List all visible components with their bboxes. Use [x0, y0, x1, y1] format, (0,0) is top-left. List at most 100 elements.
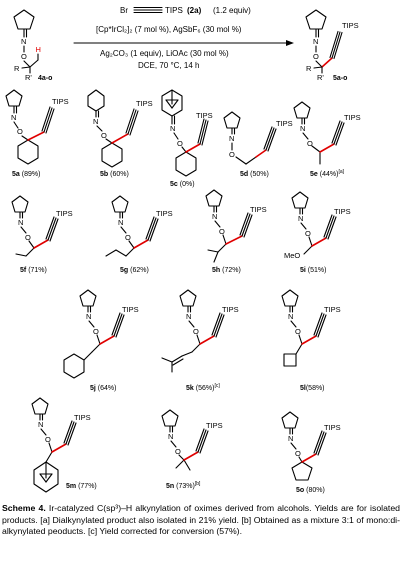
svg-text:O: O — [305, 229, 311, 238]
compound-5l: N O TIPS 5l(58%) — [281, 289, 341, 392]
svg-text:TIPS: TIPS — [136, 99, 153, 108]
compound-5k: N O TIPS 5k (56%)[c] — [161, 289, 239, 392]
reagent-br: Br — [120, 6, 128, 15]
svg-text:R': R' — [317, 73, 324, 82]
svg-text:TIPS: TIPS — [196, 111, 213, 120]
compound-5h: N O TIPS 5h (72%) — [205, 189, 267, 274]
svg-text:N: N — [298, 214, 303, 223]
condition-line-3: DCE, 70 °C, 14 h — [138, 61, 199, 70]
svg-text:O: O — [295, 449, 301, 458]
svg-text:N: N — [168, 432, 173, 441]
compound-5f: N O TIPS 5f (71%) — [11, 195, 73, 274]
atom-r: R — [14, 64, 20, 73]
meo-label: MeO — [284, 251, 300, 260]
svg-text:5d (50%): 5d (50%) — [240, 171, 269, 178]
svg-text:O: O — [229, 150, 235, 159]
reagent-equiv: (1.2 equiv) — [213, 6, 251, 15]
compound-5o: N O TIPS 5o (80%) — [281, 411, 341, 494]
svg-text:5a (89%): 5a (89%) — [12, 171, 40, 178]
svg-text:TIPS: TIPS — [206, 421, 223, 430]
atom-n: N — [21, 37, 26, 46]
compound-5a: N O TIPS 5a (89%) — [5, 89, 69, 178]
svg-text:TIPS: TIPS — [52, 97, 69, 106]
svg-text:TIPS: TIPS — [276, 119, 293, 128]
svg-text:TIPS: TIPS — [342, 21, 359, 30]
svg-text:N: N — [11, 113, 16, 122]
compound-5m: N O TIPS 5m (77%) — [31, 397, 97, 493]
substrate-label: 4a-o — [38, 75, 52, 82]
compound-5c: N O TIPS 5c (0%) — [161, 89, 213, 188]
product-label: 5a-o — [333, 75, 347, 82]
svg-text:TIPS: TIPS — [324, 305, 341, 314]
atom-rprime: R' — [25, 73, 32, 82]
svg-text:5k (56%)[c]: 5k (56%)[c] — [186, 383, 220, 392]
svg-text:O: O — [101, 131, 107, 140]
caption-text: Ir-catalyzed C(sp³)–H alkynylation of ox… — [2, 503, 400, 537]
svg-text:TIPS: TIPS — [324, 423, 341, 432]
reagent-id: (2a) — [187, 6, 202, 15]
condition-line-1: [Cp*IrCl₂]₂ (7 mol %), AgSbF₆ (30 mol %) — [96, 25, 242, 34]
svg-text:O: O — [313, 52, 319, 61]
svg-text:R: R — [306, 64, 312, 73]
reaction-scheme: N O H R R' 4a-o Br TIPS (2a) (1.2 equiv)… — [5, 6, 361, 494]
svg-text:TIPS: TIPS — [56, 209, 73, 218]
svg-text:N: N — [300, 124, 305, 133]
compound-5b: N O TIPS 5b (60%) — [87, 89, 153, 178]
svg-text:N: N — [288, 312, 293, 321]
svg-text:N: N — [229, 134, 234, 143]
svg-text:TIPS: TIPS — [250, 205, 267, 214]
svg-text:TIPS: TIPS — [222, 305, 239, 314]
svg-text:N: N — [313, 37, 318, 46]
svg-text:O: O — [177, 139, 183, 148]
compound-5j: N O TIPS 5j (64%) — [63, 289, 139, 392]
svg-text:5e (44%)[a]: 5e (44%)[a] — [310, 169, 345, 178]
svg-text:O: O — [295, 327, 301, 336]
svg-text:O: O — [125, 233, 131, 242]
svg-text:O: O — [175, 447, 181, 456]
compound-5d: N O TIPS 5d (50%) — [223, 111, 293, 178]
svg-text:N: N — [86, 312, 91, 321]
compound-5e: N O TIPS 5e (44%)[a] — [293, 101, 361, 178]
svg-text:O: O — [45, 435, 51, 444]
svg-text:N: N — [212, 212, 217, 221]
svg-text:5i (51%): 5i (51%) — [300, 267, 326, 274]
svg-text:TIPS: TIPS — [122, 305, 139, 314]
atom-o: O — [21, 52, 27, 61]
svg-text:N: N — [288, 434, 293, 443]
svg-text:5l(58%): 5l(58%) — [300, 385, 325, 392]
svg-text:N: N — [170, 124, 175, 133]
svg-text:O: O — [93, 327, 99, 336]
svg-text:TIPS: TIPS — [334, 207, 351, 216]
substrate-structure: N O H R R' 4a-o — [13, 9, 52, 82]
svg-text:TIPS: TIPS — [74, 413, 91, 422]
svg-text:5o (80%): 5o (80%) — [296, 487, 325, 494]
compound-5n: N O TIPS 5n (73%)[b] — [161, 409, 223, 490]
svg-text:N: N — [186, 312, 191, 321]
svg-text:N: N — [118, 218, 123, 227]
svg-text:5h (72%): 5h (72%) — [212, 267, 241, 274]
svg-text:O: O — [193, 327, 199, 336]
product-structure: N O TIPS R R' 5a-o — [305, 9, 359, 82]
svg-text:O: O — [17, 127, 23, 136]
svg-text:5n (73%)[b]: 5n (73%)[b] — [166, 481, 201, 490]
svg-text:5g (62%): 5g (62%) — [120, 267, 149, 274]
svg-text:5f (71%): 5f (71%) — [20, 267, 47, 274]
reagent-tips: TIPS — [165, 6, 183, 15]
svg-text:O: O — [25, 233, 31, 242]
reaction-arrowhead — [286, 40, 294, 46]
reagent-line: Br TIPS (2a) (1.2 equiv) — [120, 6, 251, 15]
svg-text:N: N — [18, 218, 23, 227]
svg-text:5m (77%): 5m (77%) — [66, 483, 97, 490]
svg-text:TIPS: TIPS — [156, 209, 173, 218]
svg-text:O: O — [307, 139, 313, 148]
scheme-caption: Scheme 4. Ir-catalyzed C(sp³)–H alkynyla… — [2, 503, 400, 538]
compound-5g: N O TIPS 5g (62%) — [105, 195, 173, 274]
atom-h: H — [36, 45, 41, 54]
svg-text:TIPS: TIPS — [344, 113, 361, 122]
compound-5i: N O MeO TIPS 5i (51%) — [284, 191, 351, 274]
svg-text:5j (64%): 5j (64%) — [90, 385, 116, 392]
svg-text:5b (60%): 5b (60%) — [100, 171, 129, 178]
svg-text:N: N — [93, 117, 98, 126]
condition-line-2: Ag₂CO₃ (1 equiv), LiOAc (30 mol %) — [100, 49, 229, 58]
caption-title: Scheme 4. — [2, 503, 46, 513]
